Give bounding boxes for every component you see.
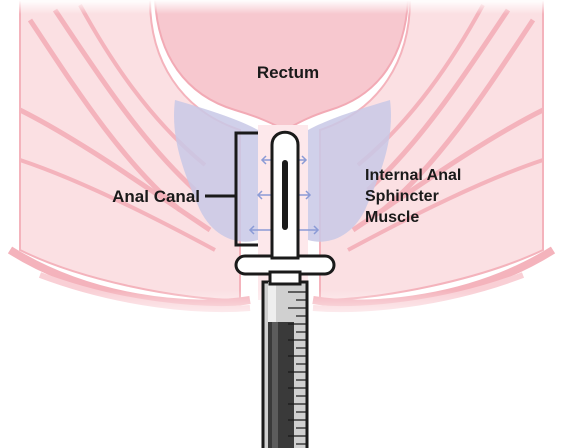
rectum-label: Rectum	[257, 63, 319, 82]
anal-canal-label: Anal Canal	[112, 187, 200, 206]
internal-sphincter-label-line2: Sphincter	[365, 188, 439, 205]
internal-sphincter-label-line1: Internal Anal	[365, 167, 461, 184]
internal-sphincter-label-line3: Muscle	[365, 209, 419, 226]
